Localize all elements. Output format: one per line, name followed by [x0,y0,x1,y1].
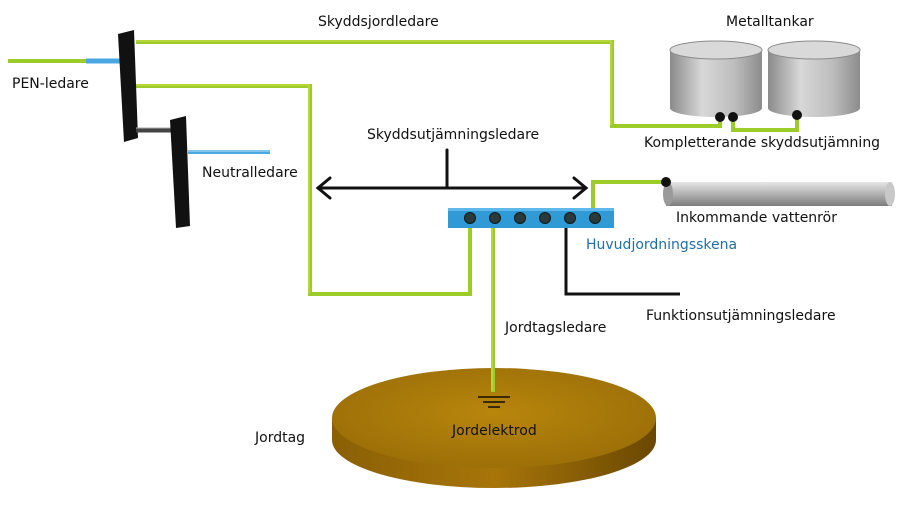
earth-electrode-label: Jordelektrod [452,423,537,439]
main-earthing-busbar [448,208,614,228]
functional-bonding-wire [564,226,680,296]
water-pipe [661,177,895,206]
metal-tanks-label: Metalltankar [726,14,814,30]
earthing-conductor-wire [491,218,495,392]
neutral-terminal-block [170,116,270,228]
earth-electrode-disk [332,368,656,488]
earthing-conductor-label: Jordtagsledare [505,320,607,336]
metal-tank-right [767,40,861,117]
bonding-conductor-wire [136,84,472,296]
water-pipe-bonding-wire [591,180,666,212]
water-pipe-label: Inkommande vattenrör [676,210,837,226]
supplementary-bonding-wire [731,115,799,132]
neutral-conductor-label: Neutralledare [202,165,298,181]
pen-terminal-block [118,30,174,142]
protective-earth-wire [136,40,722,128]
protective-earth-label: Skyddsjordledare [318,14,439,30]
bonding-conductor-label: Skyddsutjämningsledare [367,127,540,143]
ground-symbol-icon [478,396,510,408]
main-earthing-bar-label: Huvudjordningsskena [586,237,738,253]
tank-bonding-terminals [715,110,802,122]
pen-conductor-label: PEN-ledare [12,76,89,92]
double-arrow-icon [315,148,589,200]
supplementary-bonding-label: Kompletterande skyddsutjämning [644,135,881,151]
earth-electrode-system-label: Jordtag [255,430,306,446]
functional-bonding-label: Funktionsutjämningsledare [646,308,836,324]
metal-tank-left [669,40,763,117]
